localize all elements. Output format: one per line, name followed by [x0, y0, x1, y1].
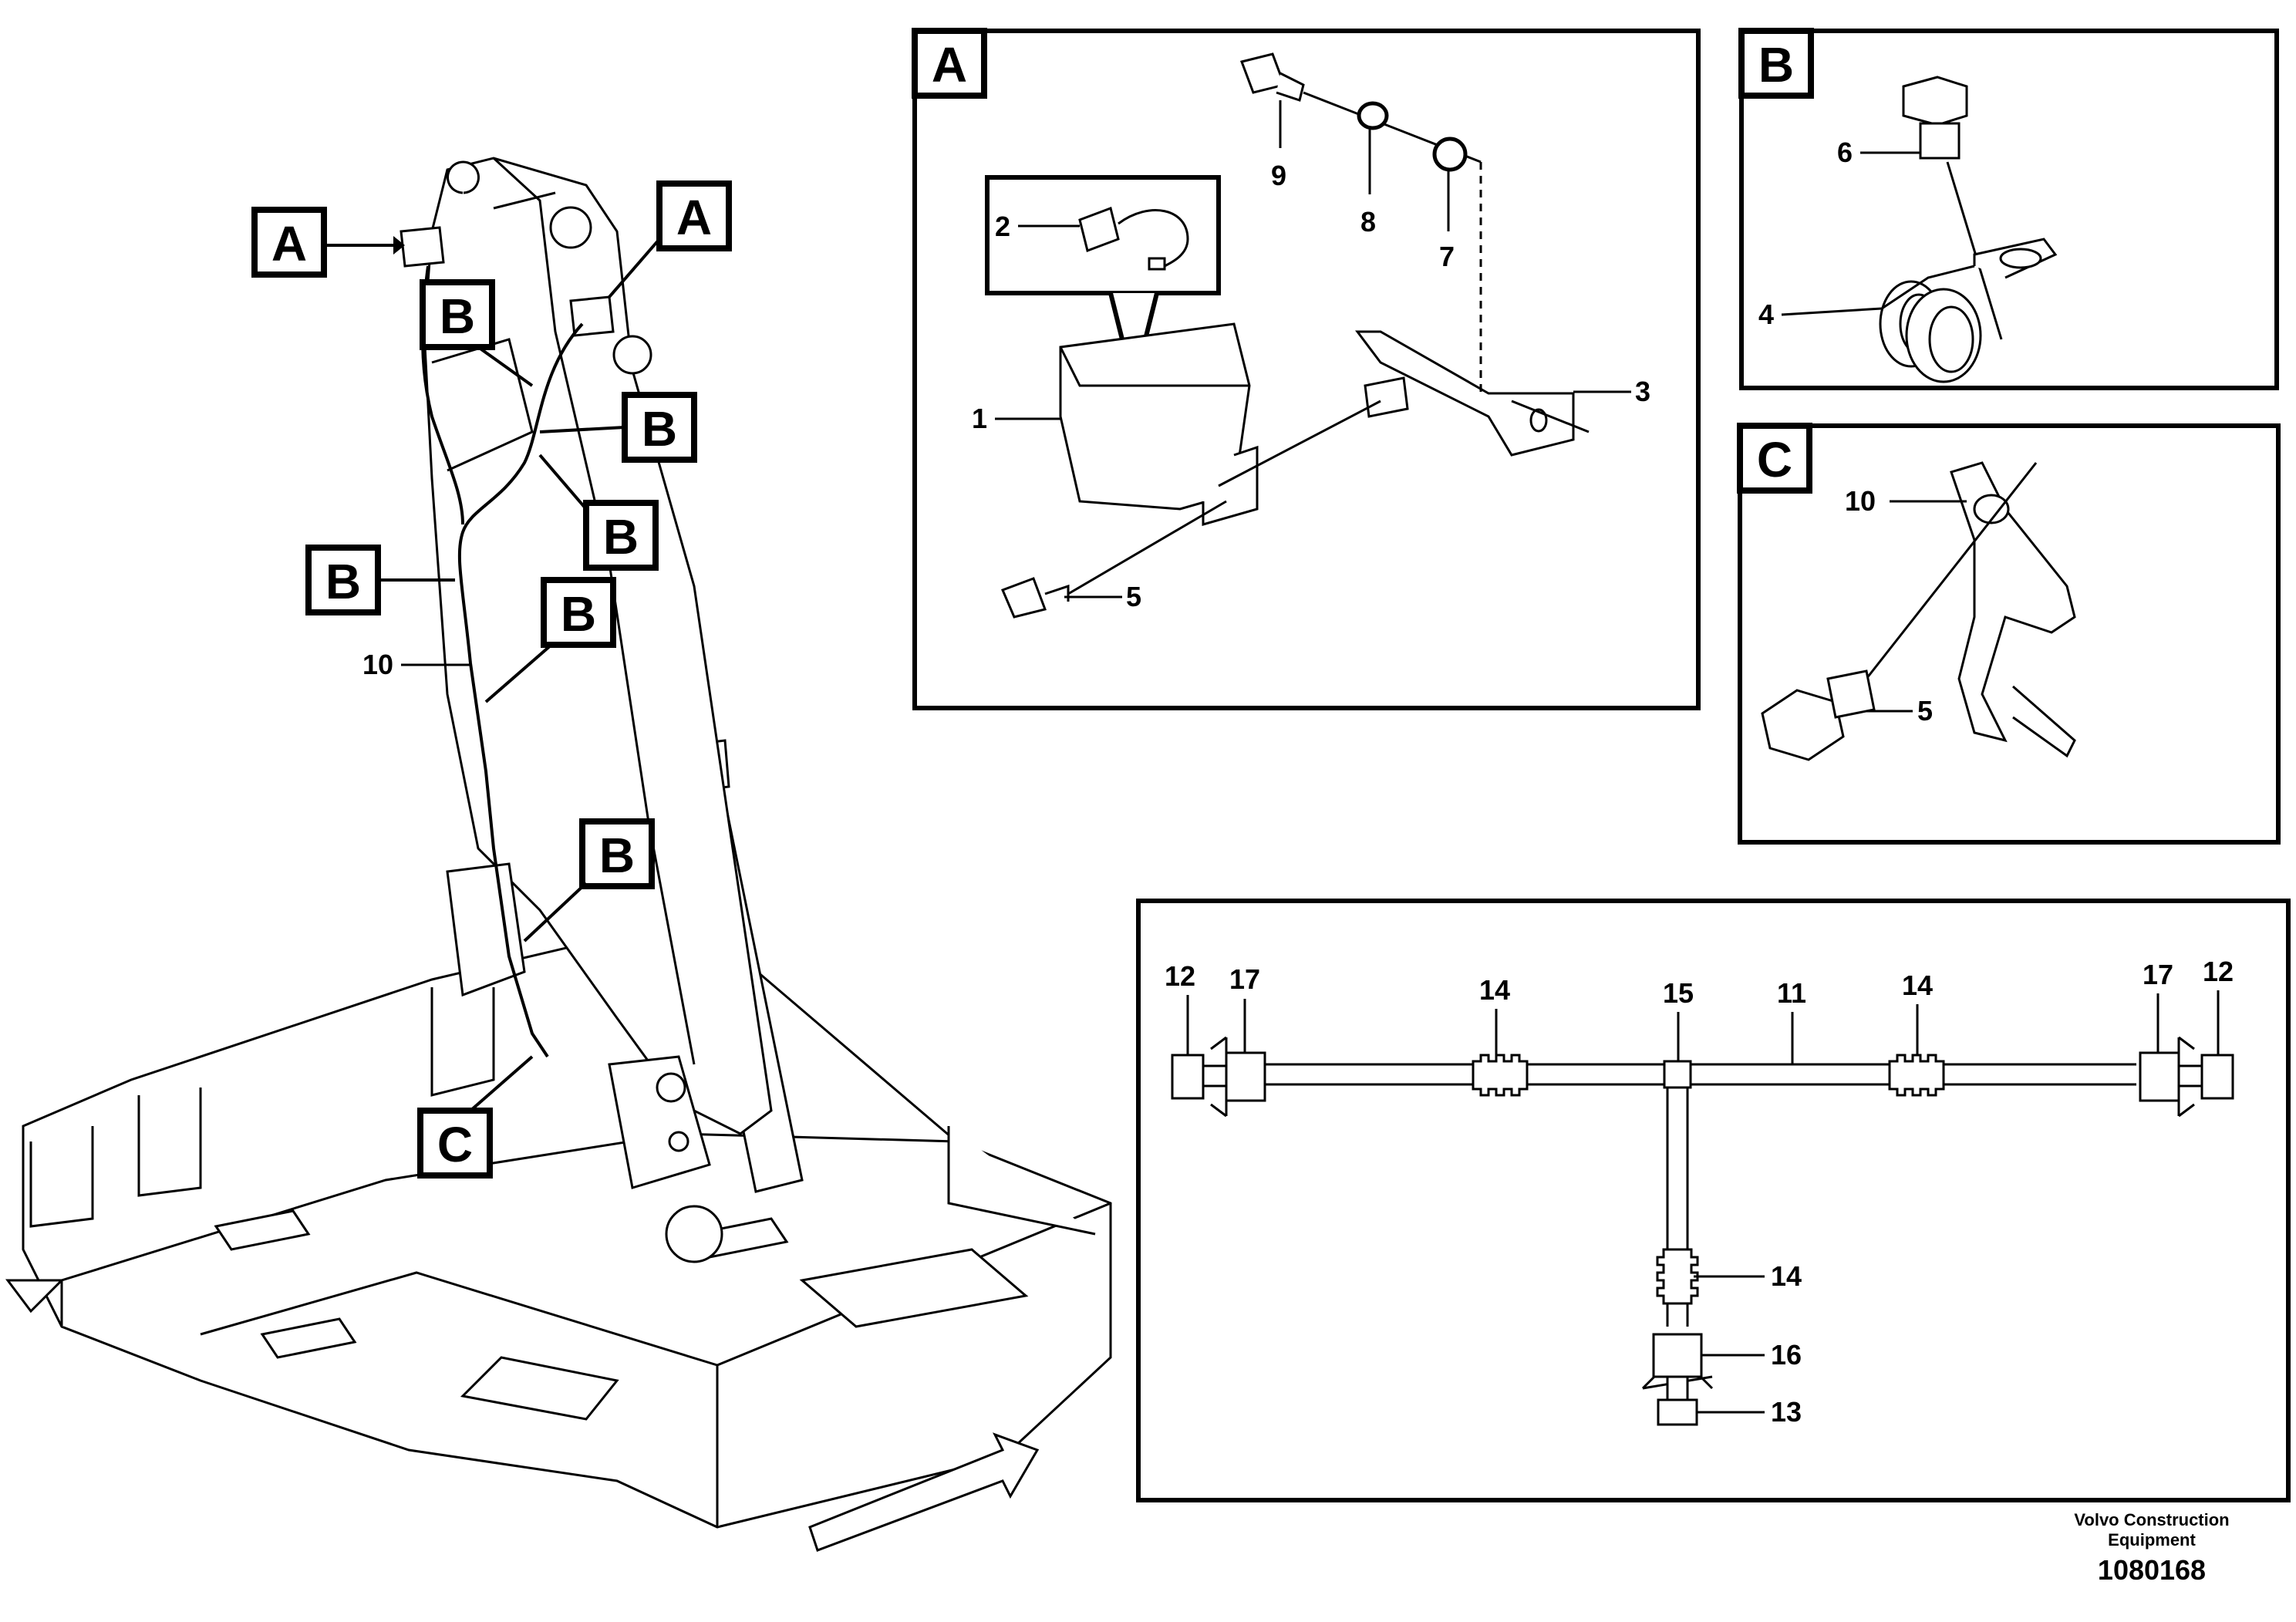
svg-text:12: 12	[1165, 960, 1195, 992]
svg-text:A: A	[271, 216, 307, 271]
label-3: 3	[1573, 376, 1650, 407]
svg-text:C: C	[1757, 432, 1792, 487]
label-12-right: 12	[2203, 956, 2234, 1055]
svg-text:8: 8	[1360, 206, 1376, 238]
svg-text:4: 4	[1758, 298, 1774, 330]
footer-block: Volvo Construction Equipment 1080168	[2063, 1510, 2240, 1587]
svg-text:16: 16	[1771, 1339, 1802, 1371]
label-5: 5	[1064, 581, 1141, 612]
callout-A-right: A	[608, 180, 732, 298]
svg-text:A: A	[676, 190, 712, 245]
label-13: 13	[1697, 1396, 1802, 1428]
company-name: Volvo Construction	[2074, 1510, 2230, 1529]
svg-text:10: 10	[362, 649, 393, 680]
label-16: 16	[1701, 1339, 1802, 1371]
label-9: 9	[1271, 100, 1286, 191]
svg-text:2: 2	[995, 211, 1010, 242]
label-14-vertical: 14	[1694, 1260, 1802, 1292]
svg-text:10: 10	[1845, 485, 1876, 517]
svg-text:B: B	[599, 828, 635, 883]
svg-text:B: B	[440, 288, 475, 344]
label-1: 1	[972, 403, 1060, 434]
svg-text:5: 5	[1917, 695, 1933, 727]
label-7: 7	[1439, 171, 1455, 272]
svg-text:A: A	[932, 37, 967, 93]
panel-B: B 6 4	[1738, 28, 2279, 390]
svg-text:17: 17	[2143, 959, 2173, 990]
label-4: 4	[1758, 298, 1883, 330]
label-10-machine: 10	[362, 649, 470, 680]
svg-text:11: 11	[1777, 977, 1806, 1009]
callout-B-3: B	[538, 454, 659, 571]
svg-text:12: 12	[2203, 956, 2234, 987]
svg-text:6: 6	[1837, 137, 1853, 168]
label-12-left: 12	[1165, 960, 1195, 1055]
svg-text:17: 17	[1229, 963, 1260, 995]
svg-text:13: 13	[1771, 1396, 1802, 1428]
callout-B-2: B	[539, 392, 697, 463]
callout-B-5: B	[484, 577, 616, 703]
svg-text:15: 15	[1663, 977, 1694, 1009]
label-2: 2	[995, 211, 1080, 242]
svg-text:1: 1	[972, 403, 987, 434]
svg-text:14: 14	[1902, 969, 1933, 1001]
svg-text:14: 14	[1479, 974, 1510, 1006]
callout-B-1: B	[420, 279, 534, 387]
harness-schematic-panel: 12 17 14 15 11 14 17 12	[1136, 899, 2291, 1502]
svg-text:B: B	[642, 401, 677, 457]
svg-text:7: 7	[1439, 241, 1455, 272]
svg-text:9: 9	[1271, 160, 1286, 191]
label-17-left: 17	[1229, 963, 1260, 1053]
panel-A: A 1	[912, 28, 1701, 710]
label-11: 11	[1777, 977, 1806, 1064]
svg-text:B: B	[561, 586, 596, 642]
svg-text:3: 3	[1635, 376, 1650, 407]
svg-text:B: B	[603, 509, 639, 565]
label-10-panel: 10	[1845, 485, 1967, 517]
callout-A-left: A	[251, 207, 405, 278]
svg-text:14: 14	[1771, 1260, 1802, 1292]
panel-C: C 10 5	[1737, 423, 2281, 845]
label-8: 8	[1360, 130, 1376, 238]
drawing-number: 1080168	[2097, 1554, 2207, 1586]
label-6: 6	[1837, 137, 1920, 168]
callout-B-6: B	[523, 818, 655, 943]
callout-C: C	[417, 1055, 534, 1179]
svg-text:C: C	[437, 1117, 473, 1172]
label-5-panel-c: 5	[1866, 695, 1933, 727]
svg-text:5: 5	[1126, 581, 1141, 612]
svg-text:B: B	[325, 554, 361, 609]
label-15: 15	[1663, 977, 1694, 1061]
company-name-line2: Equipment	[2108, 1530, 2196, 1549]
label-17-right: 17	[2143, 959, 2173, 1053]
svg-text:B: B	[1758, 37, 1794, 93]
label-14-right: 14	[1902, 969, 1933, 1055]
label-14-left: 14	[1479, 974, 1510, 1055]
callout-B-4: B	[305, 545, 455, 615]
